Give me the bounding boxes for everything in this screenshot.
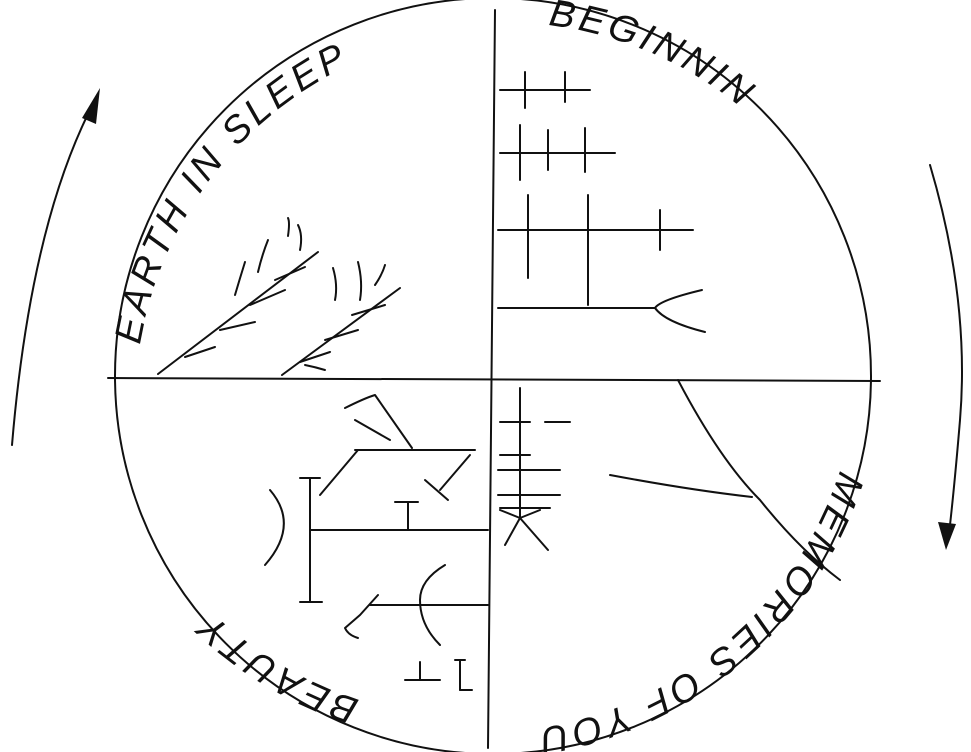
left-rotation-arrow (12, 88, 100, 445)
beginning-symbol (498, 72, 705, 332)
label-earth-in-sleep: EARTH IN SLEEP (107, 34, 355, 346)
earth-in-sleep-symbol (158, 218, 400, 375)
horizontal-divider (108, 378, 880, 381)
memories-of-youth-symbol (498, 380, 840, 580)
label-beginning: BEGINNING (0, 0, 764, 116)
beauty-symbol (265, 395, 488, 690)
label-beauty: BEAUTY (188, 604, 363, 731)
right-rotation-arrow (930, 165, 962, 550)
arrowhead-up-icon (82, 88, 100, 124)
arrowhead-down-icon (938, 522, 956, 550)
